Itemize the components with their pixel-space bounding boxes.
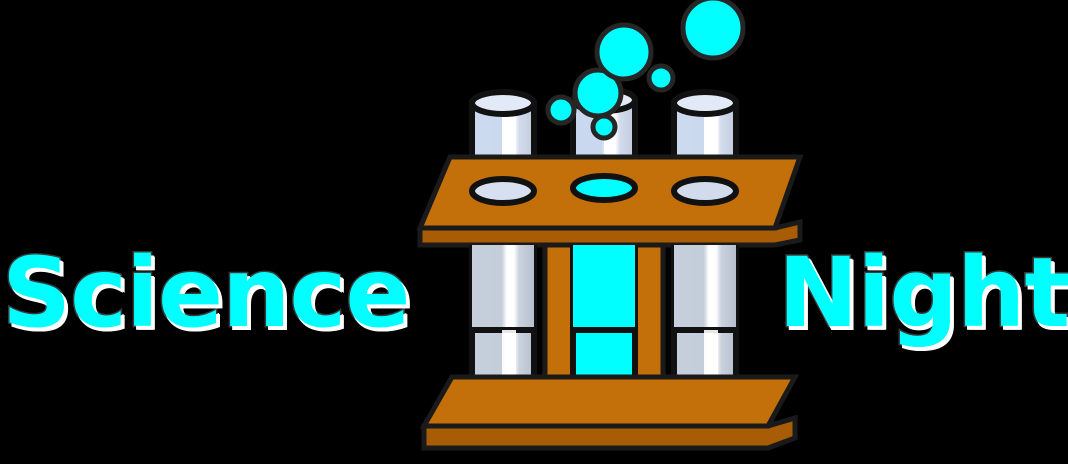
bottom-shelf[interactable] (419, 374, 800, 451)
bubble-medium (594, 22, 654, 82)
title-word-night: Night (776, 237, 1068, 349)
bubble-tiny-right (646, 63, 676, 93)
top-shelf-hole-left (469, 176, 537, 206)
bottom-shelf-face (419, 374, 800, 429)
bubble-tiny-left (545, 94, 577, 126)
bubble-small (572, 67, 624, 119)
top-shelf-hole-middle (570, 173, 638, 203)
bubble-group (545, 0, 746, 126)
bubble-large (680, 0, 746, 61)
test-tube-right-rim (671, 89, 739, 117)
test-tube-left-rim (469, 89, 537, 117)
title-word-science: Science (0, 237, 411, 349)
bubble-inside-tube (590, 113, 618, 141)
top-shelf-hole-right (671, 176, 739, 206)
top-shelf[interactable] (416, 154, 804, 248)
